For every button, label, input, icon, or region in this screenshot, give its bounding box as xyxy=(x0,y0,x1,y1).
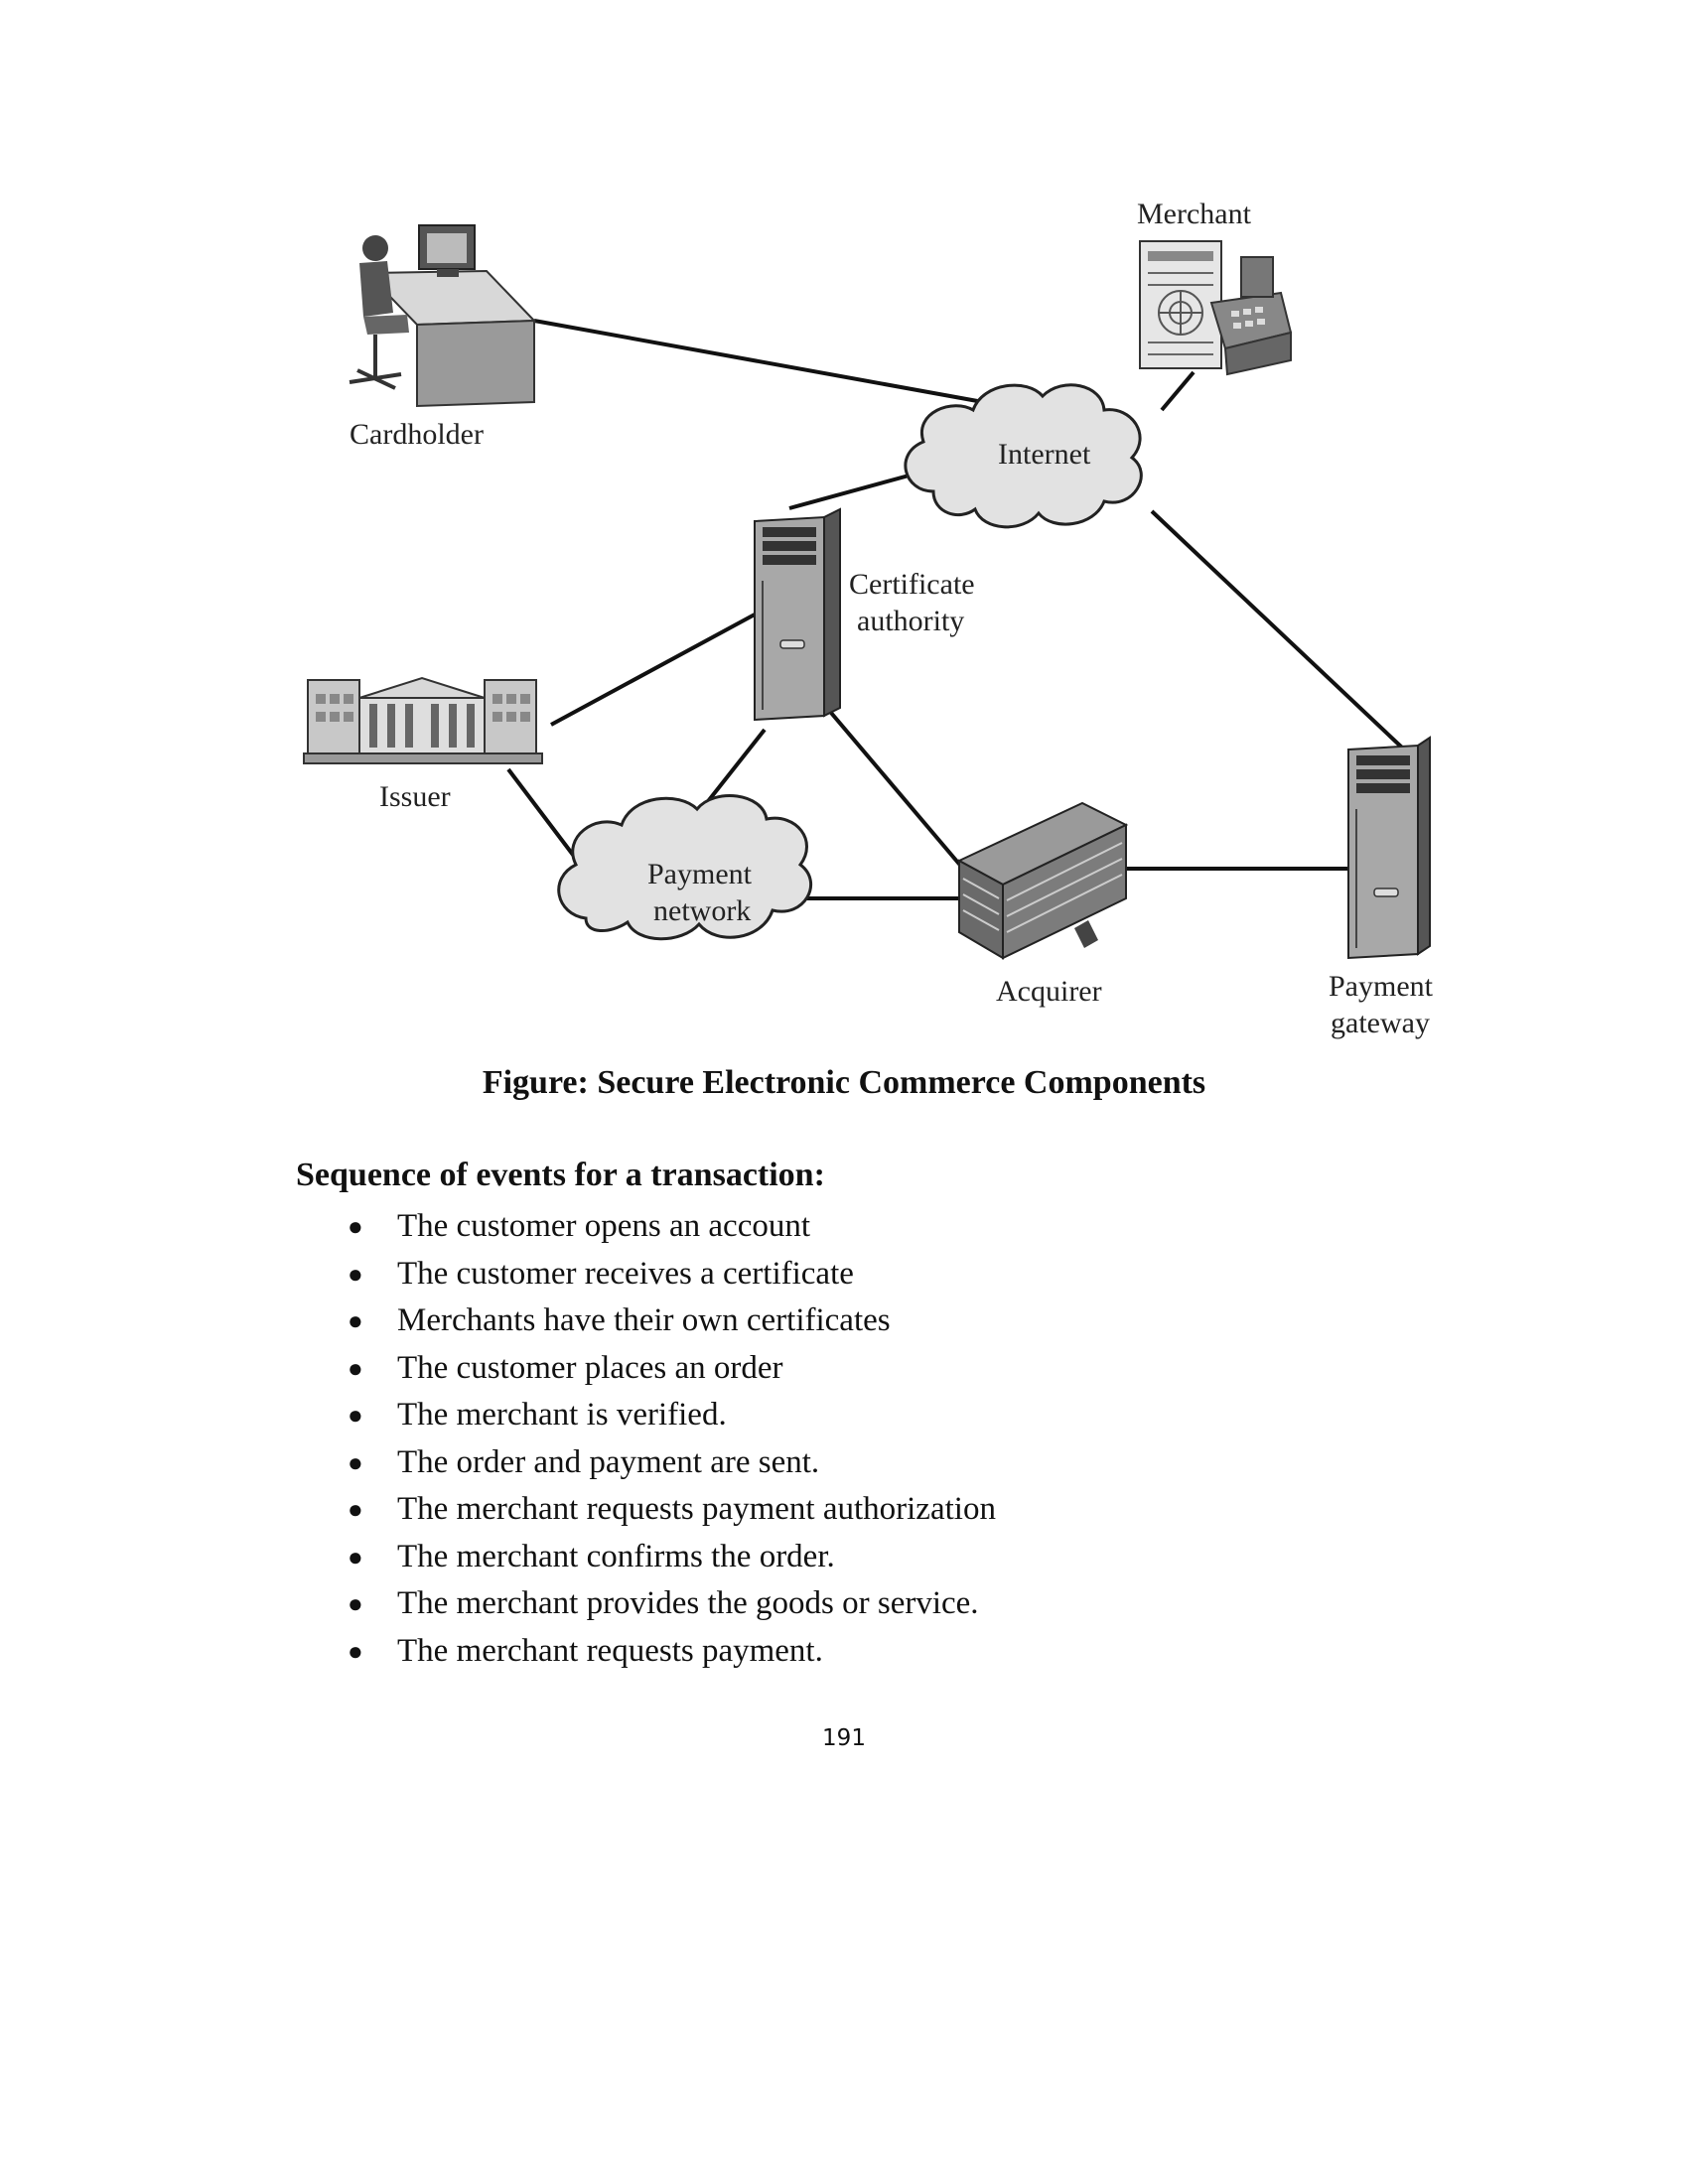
ecommerce-components-diagram: Cardholder Merchant Internet xyxy=(288,194,1450,1057)
internet-label: Internet xyxy=(998,438,1091,471)
cardholder-icon xyxy=(349,224,537,408)
bullet-icon: ● xyxy=(348,1353,363,1383)
list-item: ● The merchant is verified. xyxy=(348,1392,996,1439)
list-item-text: The merchant provides the goods or servi… xyxy=(397,1585,979,1621)
certificate-authority-label-line2: authority xyxy=(857,605,964,637)
list-item: ● The merchant requests payment authoriza… xyxy=(348,1486,996,1534)
figure-caption: Figure: Secure Electronic Commerce Compo… xyxy=(482,1064,1206,1101)
bullet-icon: ● xyxy=(348,1306,363,1335)
acquirer-label: Acquirer xyxy=(996,975,1102,1008)
payment-network-label-line2: network xyxy=(653,894,751,927)
list-item-text: The customer receives a certificate xyxy=(397,1255,854,1292)
page-number: 191 xyxy=(822,1725,866,1751)
connection-lines xyxy=(506,319,1404,900)
payment-network-label-line1: Payment xyxy=(647,858,753,890)
list-item-text: The merchant requests payment. xyxy=(397,1632,823,1669)
bullet-icon: ● xyxy=(348,1636,363,1666)
payment-gateway-label-line1: Payment xyxy=(1329,970,1434,1003)
bullet-icon: ● xyxy=(348,1259,363,1289)
list-item: ● The merchant confirms the order. xyxy=(348,1534,996,1581)
acquirer-building-icon xyxy=(956,801,1129,960)
payment-network-cloud-icon xyxy=(557,794,812,941)
list-item: ● The customer opens an account xyxy=(348,1203,996,1251)
list-item: ● The order and payment are sent. xyxy=(348,1439,996,1487)
list-item-text: The order and payment are sent. xyxy=(397,1443,820,1480)
event-list: ● The customer opens an account ● The cust… xyxy=(348,1203,996,1675)
list-item: ● The merchant provides the goods or serv… xyxy=(348,1580,996,1628)
bullet-icon: ● xyxy=(348,1447,363,1477)
list-item-text: The merchant is verified. xyxy=(397,1397,727,1433)
merchant-icon xyxy=(1139,240,1293,376)
issuer-bank-icon xyxy=(303,676,543,764)
section-heading: Sequence of events for a transaction: xyxy=(296,1157,825,1193)
list-item: ● The customer receives a certificate xyxy=(348,1251,996,1298)
list-item: ● Merchants have their own certificates xyxy=(348,1297,996,1345)
internet-cloud-icon xyxy=(904,383,1143,529)
certificate-authority-server-icon xyxy=(754,507,841,722)
list-item: ● The merchant requests payment. xyxy=(348,1628,996,1676)
bullet-icon: ● xyxy=(348,1401,363,1430)
bullet-icon: ● xyxy=(348,1589,363,1618)
list-item-text: Merchants have their own certificates xyxy=(397,1302,891,1338)
cardholder-label: Cardholder xyxy=(350,418,484,451)
bullet-icon: ● xyxy=(348,1495,363,1524)
certificate-authority-label-line1: Certificate xyxy=(849,568,975,601)
merchant-label: Merchant xyxy=(1137,198,1252,230)
list-item-text: The merchant confirms the order. xyxy=(397,1538,835,1574)
list-item-text: The merchant requests payment authorizat… xyxy=(397,1491,996,1527)
payment-gateway-label-line2: gateway xyxy=(1331,1007,1430,1039)
issuer-label: Issuer xyxy=(379,780,451,813)
list-item-text: The customer places an order xyxy=(397,1349,783,1386)
payment-gateway-server-icon xyxy=(1347,736,1431,960)
bullet-icon: ● xyxy=(348,1212,363,1241)
list-item-text: The customer opens an account xyxy=(397,1208,811,1244)
bullet-icon: ● xyxy=(348,1542,363,1571)
list-item: ● The customer places an order xyxy=(348,1345,996,1393)
